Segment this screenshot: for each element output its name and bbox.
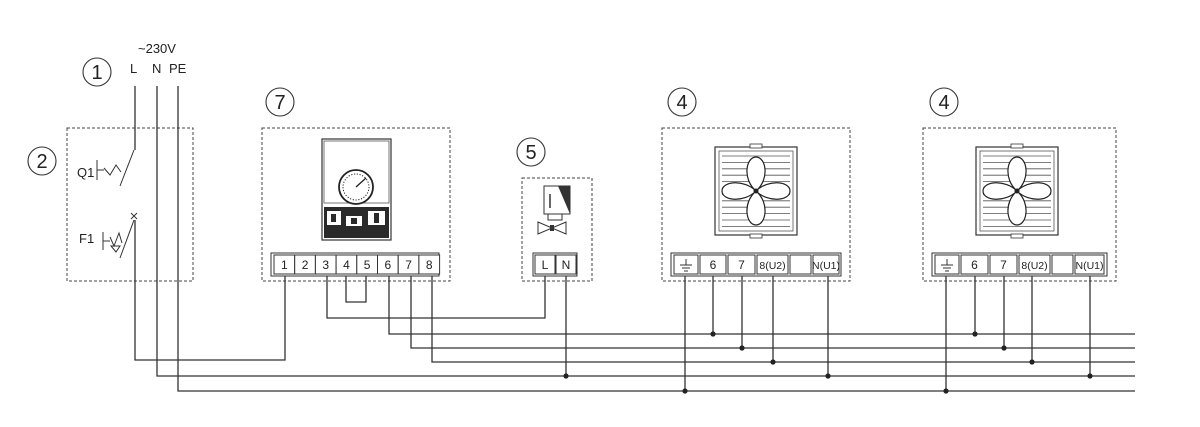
- controller-terminal-cell: [418, 254, 441, 275]
- fan-heater-1-terminal-cell: [699, 254, 727, 275]
- controller-terminal-label: 6: [385, 258, 392, 272]
- fan-heater-2-terminal-cell: [1074, 254, 1105, 275]
- wiring: [134, 86, 1135, 394]
- wire-neutral-bus: [156, 86, 1135, 377]
- junction-dot: [739, 345, 745, 351]
- junction-dot: [563, 373, 569, 379]
- callout-4a: [667, 87, 697, 117]
- callout-7: [265, 87, 295, 117]
- valve-box: [521, 177, 593, 282]
- valve-terminal-label: L: [542, 258, 549, 272]
- controller-terminal-label: 8: [426, 258, 433, 272]
- fan-heater-2-box: [922, 127, 1117, 282]
- wire-l-to-terminal-1: [134, 220, 286, 361]
- wire-t3-to-valve-l: [326, 276, 546, 319]
- protection-box: [66, 127, 194, 282]
- fan-icon: [975, 143, 1059, 239]
- breaker-f1-label: F1: [79, 231, 94, 246]
- controller-terminal-label: 2: [302, 258, 309, 272]
- wire-bus-6: [388, 276, 1135, 335]
- controller-terminal-label: 3: [322, 258, 329, 272]
- fan-heater-2-terminal-cell: [960, 254, 989, 275]
- fan-heater-1-group: 4 6 7 8(U2) N(U1): [661, 87, 851, 282]
- callout-5: [516, 137, 546, 167]
- supply-line-pe: PE: [169, 61, 187, 76]
- junction-dot: [825, 373, 831, 379]
- callout-4b-text: 4: [938, 92, 949, 114]
- supply-voltage: ~230V: [138, 41, 176, 56]
- callout-2: [27, 146, 57, 176]
- callout-1: [82, 57, 112, 87]
- fan-heater-1-terminal-label: 6: [710, 258, 717, 272]
- fan-heater-1-terminal-cell: [789, 254, 812, 275]
- fan-heater-2-terminal-label: 8(U2): [1021, 260, 1047, 272]
- fan-heater-2-terminal-label: N(U1): [1076, 260, 1104, 272]
- junction-dot: [943, 388, 949, 394]
- valve-terminal-label: N: [562, 258, 571, 272]
- supply-line-n: N: [152, 61, 161, 76]
- callout-7-text: 7: [274, 92, 285, 114]
- fan-heater-1-terminal-cell: [727, 254, 756, 275]
- junction-dot: [1029, 359, 1035, 365]
- protection-group: 2 Q1 F1: [27, 127, 194, 282]
- fan-heater-2-terminal-cell: [989, 254, 1018, 275]
- wire-bus-8: [431, 276, 1135, 363]
- fan-heater-2-terminals: 6 7 8(U2) N(U1): [934, 254, 1105, 275]
- breaker-f1-symbol: [102, 219, 135, 259]
- callout-4b: [929, 87, 959, 117]
- wire-bus-7: [410, 276, 1135, 349]
- callout-2-text: 2: [36, 151, 47, 173]
- fan-heater-2-terminal-label: 6: [971, 258, 978, 272]
- callout-4a-text: 4: [676, 92, 687, 114]
- thermostat-device: [321, 138, 392, 241]
- ground-icon: [680, 259, 692, 272]
- junction-dot: [972, 331, 978, 337]
- fan-heater-1-terminals: 6 7 8(U2) N(U1): [673, 254, 840, 275]
- fan-heater-1-terminal-cell: [756, 254, 789, 275]
- wire-pe-bus: [177, 86, 1135, 392]
- controller-terminal-label: 4: [343, 258, 350, 272]
- junction-dot: [1087, 373, 1093, 379]
- fan-icon: [714, 143, 798, 239]
- fan-heater-1-box: [661, 127, 851, 282]
- valve-terminal-cell: [555, 254, 577, 275]
- wire-bridge-4-5: [345, 276, 367, 303]
- controller-terminal-label: 5: [364, 258, 371, 272]
- supply-group: 1 ~230V L N PE: [82, 41, 187, 87]
- controller-terminal-label: 1: [281, 258, 288, 272]
- fan-heater-1-terminal-cell: [812, 254, 840, 275]
- junction-dot: [710, 331, 716, 337]
- fan-heater-2-terminal-cell: [1018, 254, 1051, 275]
- controller-box: [261, 127, 451, 282]
- callout-1-text: 1: [91, 62, 102, 84]
- valve-actuator-icon: [537, 185, 571, 235]
- valve-terminal-cell: [534, 254, 556, 275]
- junction-dot: [770, 359, 776, 365]
- fan-heater-2-group: 4 6 7 8(U2) N(U1): [922, 87, 1117, 282]
- switch-q1-label: Q1: [77, 165, 94, 180]
- junction-dot: [1001, 345, 1007, 351]
- callout-5-text: 5: [525, 142, 536, 164]
- fan-heater-2-terminal-label: 7: [1000, 258, 1007, 272]
- fan-heater-2-terminal-cell: [1051, 254, 1074, 275]
- fan-heater-1-terminal-label: 7: [738, 258, 745, 272]
- fan-heater-1-terminal-label: 8(U2): [759, 260, 785, 272]
- controller-terminal-label: 7: [405, 258, 412, 272]
- junction-dot: [682, 388, 688, 394]
- fan-heater-1-terminal-label: N(U1): [812, 260, 840, 272]
- ground-icon: [941, 259, 953, 272]
- supply-line-l: L: [130, 61, 137, 76]
- switch-q1-symbol: [96, 149, 138, 220]
